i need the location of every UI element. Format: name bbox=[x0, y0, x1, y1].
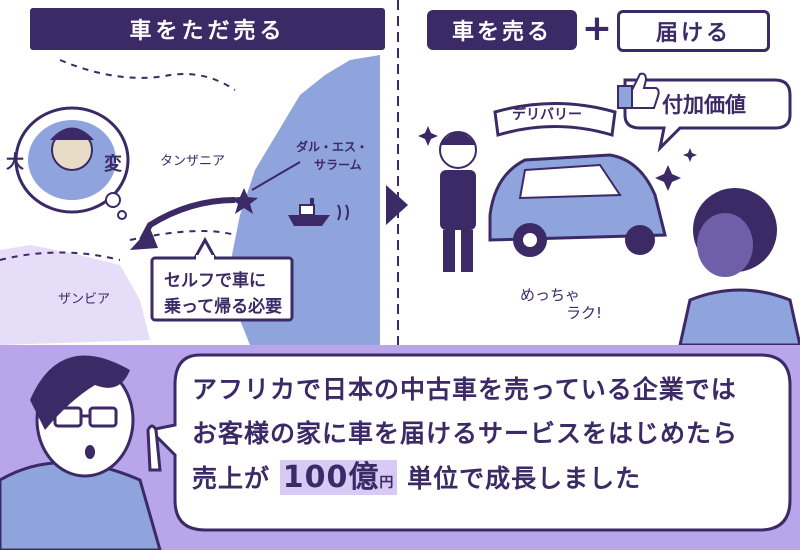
city-pointer-line bbox=[251, 161, 301, 191]
header-sell-car: 車を売る bbox=[427, 10, 577, 50]
speech-text: アフリカで日本の中古車を売っている企業では お客様の家に車を届けるサービスをはじ… bbox=[192, 368, 752, 505]
delivery-banner-label: デリバリー bbox=[512, 107, 582, 123]
header-deliver: 届ける bbox=[617, 10, 770, 52]
border-line bbox=[59, 59, 236, 91]
city-star-icon bbox=[230, 188, 258, 214]
customer-figure bbox=[678, 188, 800, 347]
border-line bbox=[0, 251, 121, 261]
travel-arrow bbox=[139, 197, 236, 242]
self-drive-line2: 乗って帰る必要 bbox=[164, 297, 283, 317]
plus-icon: + bbox=[581, 7, 613, 49]
value-bubble-label: 付加価値 bbox=[662, 93, 746, 117]
presenter-figure bbox=[0, 355, 162, 550]
speech-line-3-pre: 売上が bbox=[192, 464, 271, 493]
speech-line-3: 売上が 100億円 単位で成長しました bbox=[192, 456, 752, 505]
city-label-line2: サラーム bbox=[314, 158, 362, 172]
stress-thought-bubble bbox=[14, 106, 130, 220]
revenue-highlight: 100億円 bbox=[279, 460, 398, 495]
sparkle-icon bbox=[418, 126, 697, 191]
easy-exclaim-line1: めっちゃ bbox=[520, 286, 581, 304]
revenue-unit: 円 bbox=[379, 475, 395, 491]
panel-arrow bbox=[386, 185, 408, 225]
delivery-banner bbox=[493, 102, 617, 137]
value-bubble bbox=[623, 78, 792, 153]
ship-icon bbox=[288, 198, 349, 226]
zambia-label: ザンビア bbox=[58, 292, 111, 307]
speech-line-2: お客様の家に車を届けるサービスをはじめたら bbox=[192, 419, 739, 448]
salesman-figure bbox=[439, 131, 477, 272]
header-just-sell: 車をただ売る bbox=[30, 8, 385, 50]
speech-line-3-post: 単位で成長しました bbox=[407, 464, 642, 493]
tanzania-label: タンザニア bbox=[160, 154, 226, 169]
zambia-region bbox=[0, 245, 150, 345]
easy-exclaim-line2: ラク! bbox=[566, 304, 603, 322]
stress-char-1: 大 bbox=[6, 152, 24, 173]
car-illustration bbox=[488, 153, 667, 257]
thumbs-up-icon bbox=[617, 72, 660, 109]
speech-line-1: アフリカで日本の中古車を売っている企業では bbox=[192, 375, 737, 404]
stress-char-2: 変 bbox=[104, 154, 122, 175]
self-drive-line1: セルフで車に bbox=[164, 271, 266, 291]
city-label-line1: ダル・エス・ bbox=[296, 140, 369, 154]
travel-arrow-head bbox=[130, 228, 158, 250]
revenue-amount: 100億 bbox=[282, 460, 380, 495]
self-drive-box bbox=[150, 256, 294, 322]
